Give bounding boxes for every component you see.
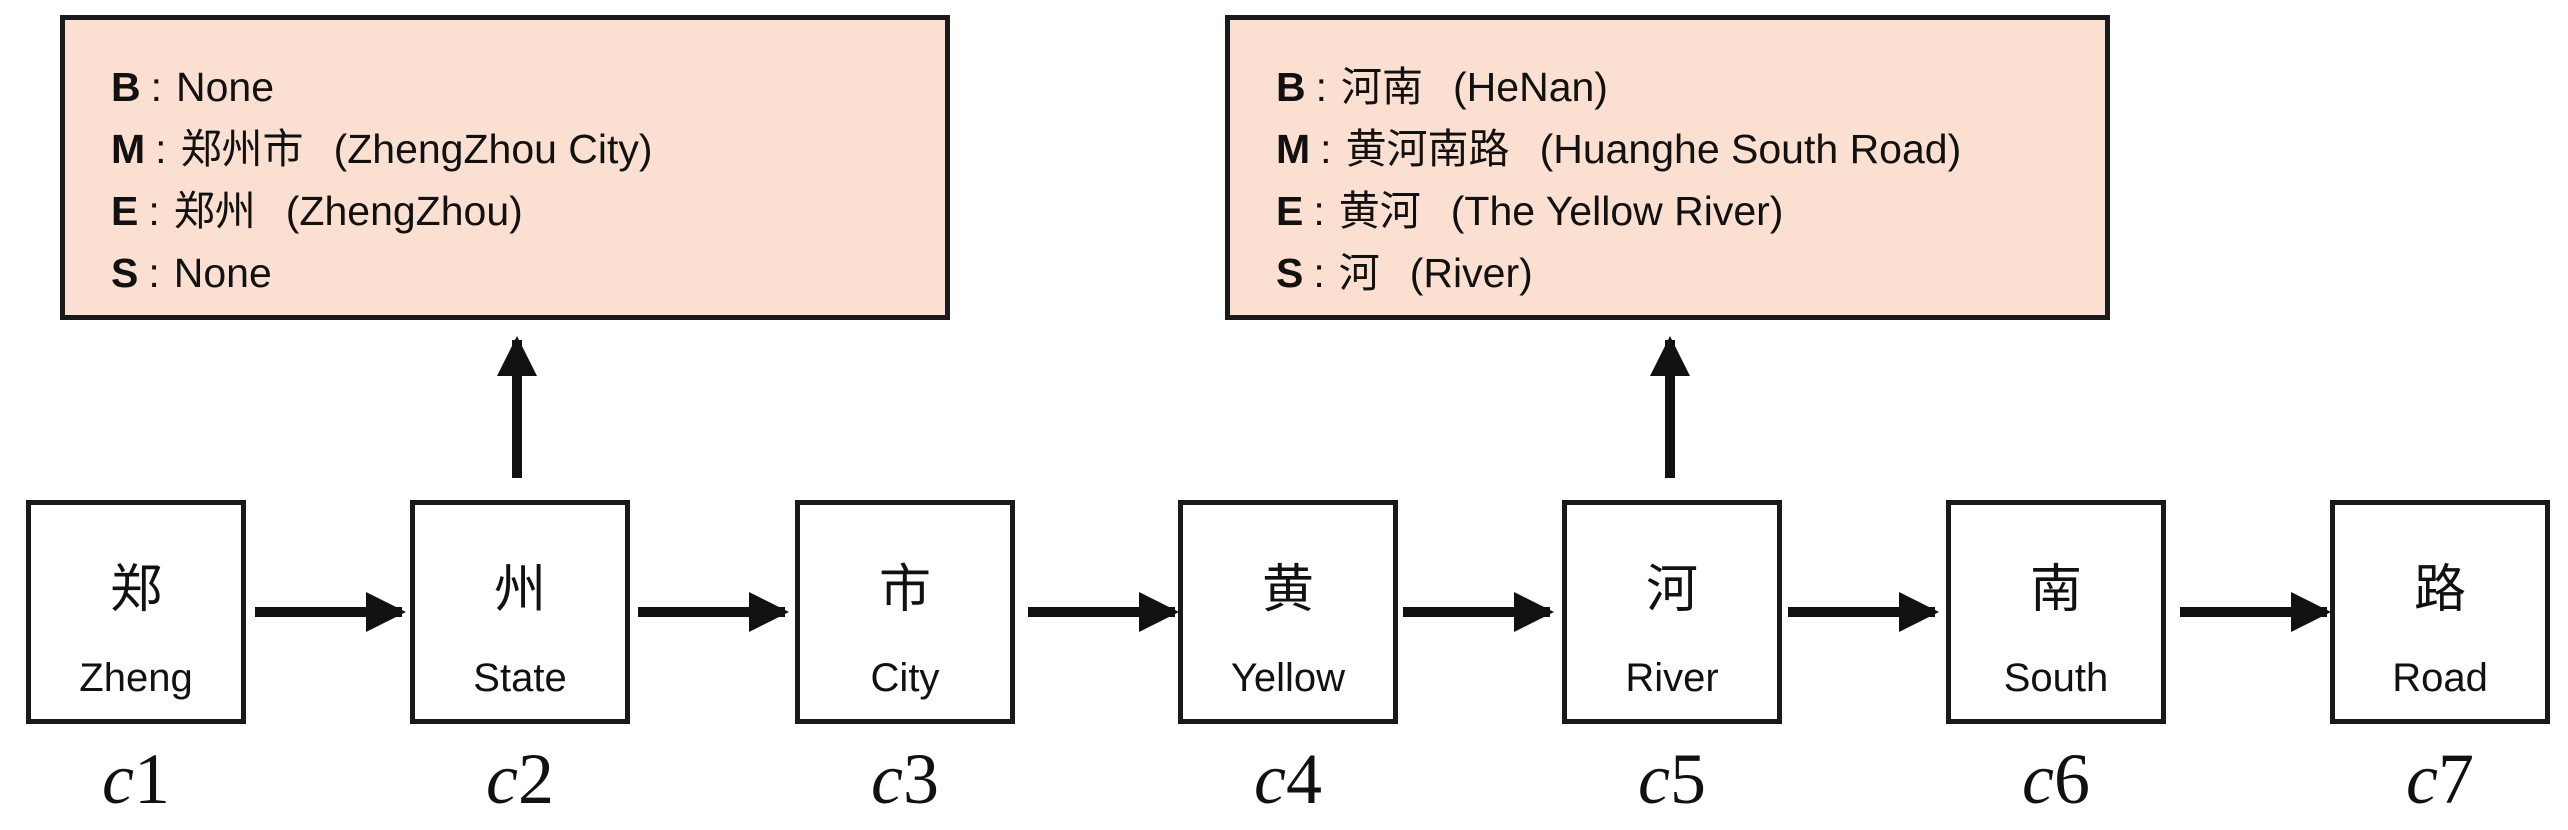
lexicon-separator: :	[148, 250, 160, 296]
lexicon-row-e: E: 黄河 (The Yellow River)	[1276, 180, 2105, 242]
char-node-c6: 南 South	[1946, 500, 2166, 724]
lexicon-word: 黄河	[1338, 187, 1421, 235]
char-node-c2: 州 State	[410, 500, 630, 724]
char-node-c7: 路 Road	[2330, 500, 2550, 724]
lexicon-key: S	[1276, 250, 1304, 296]
node-character: 郑	[109, 560, 162, 620]
char-node-c1: 郑 Zheng	[26, 500, 246, 724]
lexicon-key: E	[111, 188, 139, 234]
lexicon-key: B	[111, 64, 141, 110]
lexicon-gloss: (HeNan)	[1453, 64, 1608, 110]
node-label-var: c	[2022, 739, 2054, 819]
node-label-index: 1	[133, 739, 170, 819]
lexicon-word: 河	[1338, 249, 1380, 297]
node-label-c7: c7	[2330, 738, 2550, 821]
lexicon-box-he: B:河南(HeNan) M:黄河南路(Huanghe South Road) E…	[1225, 15, 2110, 320]
lexicon-word: 河南	[1341, 63, 1424, 111]
lexicon-word: 郑州市	[180, 125, 304, 173]
lexicon-word: 黄河南路	[1345, 125, 1510, 173]
lexicon-gloss: None	[173, 250, 272, 296]
node-label-index: 7	[2437, 739, 2474, 819]
node-label-c6: c6	[1946, 738, 2166, 821]
node-character: 市	[878, 560, 931, 620]
node-label-index: 5	[1669, 739, 1706, 819]
lexicon-key: B	[1276, 64, 1306, 110]
node-label-var: c	[486, 739, 518, 819]
char-node-c3: 市 City	[795, 500, 1015, 724]
node-character: 河	[1645, 560, 1698, 620]
node-label-c5: c5	[1562, 738, 1782, 821]
lexicon-gloss: (River)	[1409, 250, 1533, 296]
lexicon-separator: :	[148, 188, 160, 234]
node-gloss: Road	[2392, 656, 2488, 700]
lexicon-key: M	[111, 126, 146, 172]
lexicon-row-s: S: None	[111, 242, 945, 304]
node-label-c1: c1	[26, 738, 246, 821]
lexicon-gloss: (ZhengZhou)	[285, 188, 523, 234]
node-label-index: 3	[902, 739, 939, 819]
lexicon-row-s: S: 河 (River)	[1276, 242, 2105, 304]
node-label-index: 2	[517, 739, 554, 819]
lexicon-separator: :	[1313, 250, 1325, 296]
lexicon-gloss: None	[176, 64, 275, 110]
node-gloss: South	[2003, 656, 2109, 700]
lexicon-key: M	[1276, 126, 1311, 172]
node-gloss: Zheng	[79, 656, 193, 700]
node-label-index: 4	[1285, 739, 1322, 819]
lexicon-separator: :	[1313, 188, 1325, 234]
node-label-c4: c4	[1178, 738, 1398, 821]
node-label-var: c	[102, 739, 134, 819]
lexicon-word: 郑州	[173, 187, 256, 235]
lexicon-row-b: B: 河南 (HeNan)	[1276, 56, 2105, 118]
node-label-c3: c3	[795, 738, 1015, 821]
lexicon-separator: :	[150, 64, 163, 110]
lexicon-separator: :	[1315, 64, 1328, 110]
node-label-index: 6	[2053, 739, 2090, 819]
node-label-c2: c2	[410, 738, 630, 821]
node-gloss: City	[870, 656, 940, 700]
node-label-var: c	[1638, 739, 1670, 819]
node-character: 州	[493, 560, 546, 620]
lexicon-row-e: E: 郑州 (ZhengZhou)	[111, 180, 945, 242]
node-character: 南	[2029, 560, 2082, 620]
node-label-var: c	[2406, 739, 2438, 819]
lexicon-key: S	[111, 250, 139, 296]
lexicon-row-m: M: 黄河南路 (Huanghe South Road)	[1276, 118, 2105, 180]
lexicon-gloss: (ZhengZhou City)	[333, 126, 653, 172]
lexicon-separator: :	[1320, 126, 1332, 172]
char-node-c5: 河 River	[1562, 500, 1782, 724]
node-gloss: State	[473, 656, 567, 700]
lexicon-key: E	[1276, 188, 1304, 234]
node-gloss: River	[1625, 656, 1719, 700]
node-label-var: c	[871, 739, 903, 819]
char-node-c4: 黄 Yellow	[1178, 500, 1398, 724]
lexicon-row-b: B: None	[111, 56, 945, 118]
node-character: 黄	[1261, 560, 1314, 620]
node-character: 路	[2413, 560, 2466, 620]
node-label-var: c	[1254, 739, 1286, 819]
lexicon-box-zhou: B:None M:郑州市(ZhengZhou City) E:郑州(ZhengZ…	[60, 15, 950, 320]
node-gloss: Yellow	[1230, 656, 1346, 700]
lexicon-gloss: (The Yellow River)	[1450, 188, 1784, 234]
lexicon-separator: :	[155, 126, 167, 172]
lexicon-gloss: (Huanghe South Road)	[1539, 126, 1962, 172]
lexicon-row-m: M: 郑州市 (ZhengZhou City)	[111, 118, 945, 180]
